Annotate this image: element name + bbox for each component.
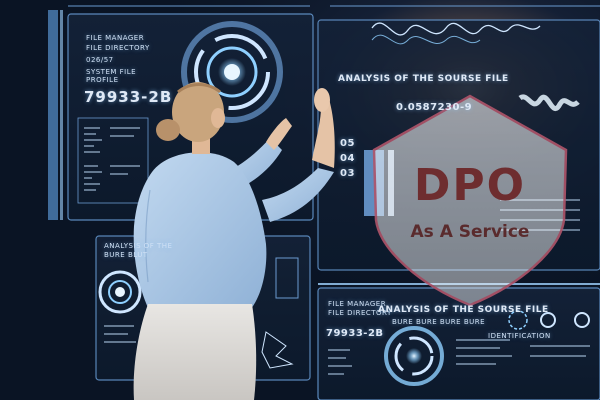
badge-title: DPO — [413, 160, 527, 211]
left-edge-bar — [48, 10, 58, 220]
hud-lower-left-subtitle: BURE BLUT — [104, 251, 148, 259]
hud-lower-right-line2: FILE DIRECTORY — [328, 309, 392, 317]
hud-main-title: ANALYSIS OF THE SOURSE FILE — [338, 74, 509, 84]
hud-left-line1: FILE MANAGER — [86, 34, 145, 42]
hud-left-line2: FILE DIRECTORY — [86, 44, 150, 52]
badge-subtitle: As A Service — [410, 222, 530, 242]
hud-left-line5: PROFILE — [86, 76, 119, 84]
hud-scale-label: 04 — [340, 153, 355, 164]
shield-icon — [372, 94, 568, 307]
hud-lower-right-title: ANALYSIS OF THE SOURSE FILE — [378, 305, 549, 315]
hud-scale-label: 05 — [340, 138, 355, 149]
hud-lower-right-code: 79933-2B — [326, 328, 384, 339]
hud-left-line4: SYSTEM FILE — [86, 68, 137, 76]
left-edge-highlight — [60, 10, 63, 220]
hud-lower-right-panel — [317, 283, 600, 400]
hud-main-reading: 0.0587230-9 — [396, 102, 473, 113]
hud-lower-right-subtitle: BURE BURE BURE BURE — [392, 318, 486, 326]
hud-lower-right-side-label: IDENTIFICATION — [488, 332, 551, 340]
hud-left-line3: 026/57 — [86, 56, 114, 64]
hud-lower-right-line1: FILE MANAGER — [328, 300, 387, 308]
hud-scale-label: 03 — [340, 168, 355, 179]
woman-figure — [133, 82, 335, 400]
hud-lower-left-title: ANALYSIS OF THE — [104, 242, 173, 250]
hud-left-code: 79933-2B — [84, 88, 173, 106]
